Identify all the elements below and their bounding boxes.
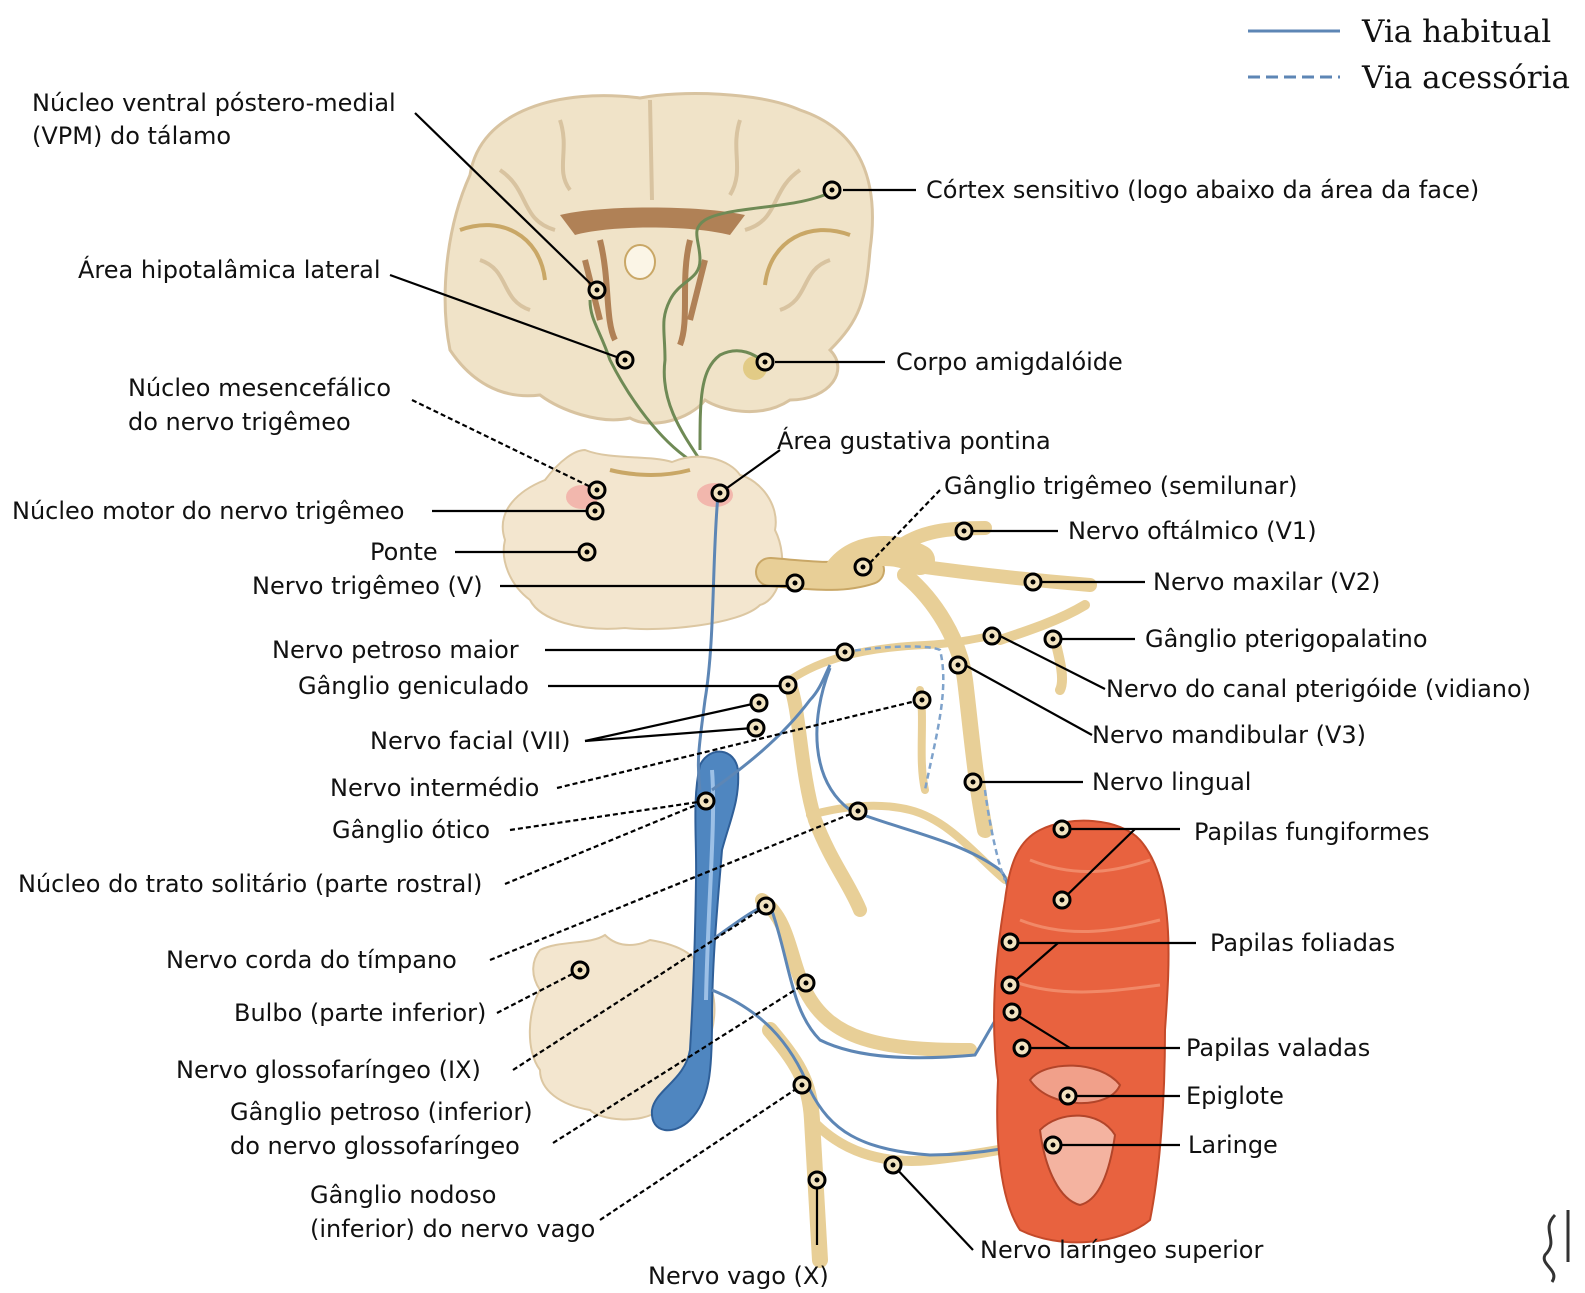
marker-mandibular xyxy=(950,657,966,673)
pons xyxy=(503,450,782,629)
marker-solitary xyxy=(698,793,714,809)
artist-signature xyxy=(1544,1210,1568,1282)
label-pterygoid-canal: Nervo do canal pterigóide (vidiano) xyxy=(1106,675,1531,703)
marker-mesencephalic xyxy=(589,482,605,498)
marker-foliate-1 xyxy=(1002,934,1018,950)
brain-outline xyxy=(445,94,872,424)
marker-pterygoid-canal xyxy=(984,628,1000,644)
brain-section xyxy=(445,94,872,460)
label-maxillary: Nervo maxilar (V2) xyxy=(1153,568,1380,596)
label-nodose-1: Gânglio nodoso xyxy=(310,1181,496,1209)
label-trigeminal-nerve: Nervo trigêmeo (V) xyxy=(252,572,483,600)
label-vagus: Nervo vago (X) xyxy=(648,1262,829,1290)
marker-hypothalamus xyxy=(617,352,633,368)
label-epiglottis: Epiglote xyxy=(1186,1082,1284,1110)
label-facial: Nervo facial (VII) xyxy=(370,727,570,755)
marker-medulla xyxy=(572,962,588,978)
marker-pterygopalatine xyxy=(1045,631,1061,647)
label-otic: Gânglio ótico xyxy=(332,816,490,844)
label-geniculate: Gânglio geniculado xyxy=(298,672,529,700)
marker-cortex xyxy=(824,182,840,198)
label-pons: Ponte xyxy=(370,538,438,566)
marker-fungiform-2 xyxy=(1054,892,1070,908)
label-nodose-2: (inferior) do nervo vago xyxy=(310,1215,595,1243)
pons-outline xyxy=(503,450,782,629)
label-motor-nucleus: Núcleo motor do nervo trigêmeo xyxy=(12,497,404,525)
label-chorda: Nervo corda do tímpano xyxy=(166,946,457,974)
accessory-fibre-petrosal xyxy=(845,646,943,790)
label-vallate: Papilas valadas xyxy=(1186,1034,1370,1062)
legend: Via habitual Via acessória xyxy=(1248,14,1570,96)
marker-chorda xyxy=(850,803,866,819)
label-medulla: Bulbo (parte inferior) xyxy=(234,999,486,1027)
label-mesencephalic-2: do nervo trigêmeo xyxy=(128,408,351,436)
label-fungiform: Papilas fungiformes xyxy=(1194,818,1430,846)
marker-otic xyxy=(914,692,930,708)
marker-vallate-2 xyxy=(1014,1040,1030,1056)
label-greater-petrosal: Nervo petroso maior xyxy=(272,636,519,664)
label-vpm-1: Núcleo ventral póstero-medial xyxy=(32,89,396,117)
marker-motor xyxy=(587,503,603,519)
marker-vallate-1 xyxy=(1004,1004,1020,1020)
marker-petrosal-ganglion xyxy=(798,975,814,991)
marker-nodose xyxy=(794,1077,810,1093)
label-amygdala: Corpo amigdalóide xyxy=(896,348,1123,376)
legend-acessoria-label: Via acessória xyxy=(1361,60,1570,96)
marker-vpm xyxy=(589,282,605,298)
marker-pons xyxy=(579,544,595,560)
label-petrosal-ganglion-2: do nervo glossofaríngeo xyxy=(230,1132,520,1160)
brain-third-ventricle xyxy=(625,245,655,279)
label-mesencephalic-1: Núcleo mesencefálico xyxy=(128,374,391,402)
marker-laryngeal-nerve xyxy=(885,1157,901,1173)
label-pterygopalatine: Gânglio pterigopalatino xyxy=(1145,625,1428,653)
label-glossopharyngeal: Nervo glossofaríngeo (IX) xyxy=(176,1056,481,1084)
label-trigeminal-ganglion: Gânglio trigêmeo (semilunar) xyxy=(944,472,1298,500)
label-intermediate: Nervo intermédio xyxy=(330,774,539,802)
pterygopalatine-ganglion xyxy=(1000,605,1085,690)
marker-facial xyxy=(751,695,767,711)
marker-maxillary xyxy=(1025,574,1041,590)
marker-epiglottis xyxy=(1060,1088,1076,1104)
marker-foliate-2 xyxy=(1002,977,1018,993)
label-mandibular: Nervo mandibular (V3) xyxy=(1092,721,1366,749)
label-foliate: Papilas foliadas xyxy=(1210,929,1395,957)
label-vpm-2: (VPM) do tálamo xyxy=(32,122,231,150)
marker-lingual xyxy=(965,774,981,790)
legend-habitual-label: Via habitual xyxy=(1361,14,1551,50)
label-petrosal-ganglion-1: Gânglio petroso (inferior) xyxy=(230,1098,533,1126)
label-gustatory-area: Área gustativa pontina xyxy=(777,426,1051,455)
marker-ophthalmic xyxy=(956,523,972,539)
label-cortex: Córtex sensitivo (logo abaixo da área da… xyxy=(926,176,1479,204)
label-ophthalmic: Nervo oftálmico (V1) xyxy=(1068,517,1317,545)
marker-geniculate xyxy=(780,677,796,693)
marker-vagus xyxy=(809,1172,825,1188)
marker-glossopharyngeal xyxy=(758,898,774,914)
label-laryngeal: Nervo laríngeo superior xyxy=(980,1236,1263,1264)
label-larynx: Laringe xyxy=(1188,1131,1278,1159)
marker-fungiform-1 xyxy=(1054,821,1070,837)
tongue xyxy=(994,821,1169,1243)
label-hypothalamus: Área hipotalâmica lateral xyxy=(78,255,381,284)
marker-greater-petrosal xyxy=(837,644,853,660)
facial-nerve-trunk xyxy=(790,685,860,910)
label-solitary: Núcleo do trato solitário (parte rostral… xyxy=(18,870,482,898)
marker-gustatory-pontine xyxy=(712,485,728,501)
marker-intermediate xyxy=(748,720,764,736)
glossopharyngeal-nerve xyxy=(762,900,970,1050)
marker-larynx xyxy=(1045,1137,1061,1153)
marker-trigeminal-nerve xyxy=(787,575,803,591)
marker-trigeminal-ganglion xyxy=(855,559,871,575)
marker-amygdala xyxy=(757,354,773,370)
label-lingual: Nervo lingual xyxy=(1092,768,1251,796)
vagus-nerve xyxy=(770,1030,820,1260)
